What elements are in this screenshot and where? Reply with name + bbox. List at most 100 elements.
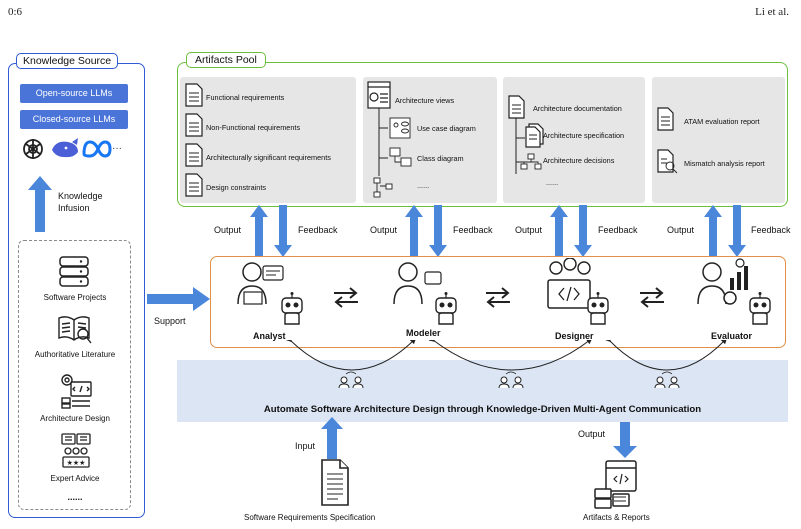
source-software-projects: Software Projects [43, 293, 107, 302]
report-icons [657, 107, 678, 174]
output-label-designer: Output [515, 225, 543, 235]
feedback-label-analyst: Feedback [298, 225, 338, 235]
output-arrow-modeler [405, 205, 423, 257]
decision-tree-icon [520, 153, 542, 170]
exchange-icon [486, 287, 510, 308]
feedback-label-modeler: Feedback [453, 225, 493, 235]
source-expert-advice: Expert Advice [50, 474, 100, 483]
agent-evaluator-label: Evaluator [711, 331, 753, 341]
agent-pair-icon [338, 371, 364, 389]
document-icon [185, 113, 203, 137]
designer-icon [547, 258, 609, 325]
page-number: 0:6 [8, 6, 23, 18]
more-llms-text: ··· [112, 143, 122, 154]
sources-more: ...... [67, 492, 83, 502]
evaluator-icon [697, 258, 771, 325]
output-arrow-evaluator [704, 205, 722, 257]
artifacts-reports-label: Artifacts & Reports [583, 513, 650, 522]
artifact-asr: Architecturally significant requirements [206, 153, 331, 162]
artifacts-reports-icon [594, 460, 637, 509]
output-arrow-designer [550, 205, 568, 257]
artifact-architecture-decisions: Architecture decisions [543, 156, 615, 165]
output-label-evaluator: Output [667, 225, 695, 235]
output-arrow-analyst [250, 205, 268, 257]
agents-box [210, 256, 786, 348]
band-title: Automate Software Architecture Design th… [263, 404, 702, 415]
agent-pair-icon [498, 371, 524, 389]
knowledge-sources-group [18, 240, 131, 510]
reports-panel [652, 77, 785, 203]
output-label-modeler: Output [370, 225, 398, 235]
feedback-label-designer: Feedback [598, 225, 638, 235]
output-down-arrow [613, 422, 637, 458]
document-icon [185, 83, 203, 107]
exchange-icon [334, 287, 358, 308]
srs-document-icon [321, 459, 349, 506]
svg-text:★★★: ★★★ [67, 459, 86, 467]
document-icon [657, 107, 674, 131]
requirements-panel [180, 77, 356, 203]
artifact-views-more: ...... [417, 181, 430, 190]
analyst-icon [237, 262, 303, 325]
class-diagram-icon [389, 147, 412, 167]
book-magnifier-icon [58, 316, 92, 344]
agent-figures [237, 258, 771, 325]
openai-logo-icon [23, 139, 43, 159]
artifacts-pool-box [177, 62, 788, 207]
architecture-views-icons [367, 81, 412, 198]
agent-designer-label: Designer [555, 331, 594, 341]
knowledge-infusion-line-1: Knowledge [58, 191, 103, 201]
artifact-architecture-views: Architecture views [395, 96, 455, 105]
artifact-design-constraints: Design constraints [206, 183, 267, 192]
use-case-diagram-icon [389, 117, 411, 139]
artifact-atam-report: ATAM evaluation report [684, 117, 760, 126]
source-authoritative-literature: Authoritative Literature [34, 350, 116, 359]
feedback-arrow-analyst [274, 205, 292, 257]
agent-modeler-label: Modeler [406, 328, 441, 338]
document-icon [525, 126, 541, 148]
output-label-analyst: Output [214, 225, 242, 235]
deepseek-whale-icon [52, 138, 78, 158]
agent-analyst-label: Analyst [253, 331, 286, 341]
artifact-docs-more: ...... [546, 178, 559, 187]
support-arrow [147, 287, 210, 311]
artifact-class-diagram: Class diagram [417, 154, 464, 163]
meta-logo-icon [82, 140, 112, 158]
output-label-bottom: Output [578, 429, 606, 439]
closed-source-llms-chip: Closed-source LLMs [20, 110, 128, 129]
architecture-docs-icons [508, 95, 544, 174]
input-arrow [321, 417, 343, 459]
srs-label: Software Requirements Specification [244, 513, 376, 522]
artifact-architecture-specification: Architecture specification [543, 131, 625, 140]
agent-pair-icon [654, 371, 680, 389]
document-icon [185, 173, 203, 197]
source-architecture-design: Architecture Design [40, 414, 110, 423]
architecture-design-icon [61, 374, 92, 409]
artifact-mismatch-report: Mismatch analysis report [684, 159, 765, 168]
feedback-label-evaluator: Feedback [751, 225, 791, 235]
support-label: Support [154, 316, 186, 326]
knowledge-infusion-label: Knowledge Infusion [58, 190, 103, 214]
feedback-arrow-evaluator [728, 205, 746, 257]
feedback-arrow-designer [574, 205, 592, 257]
document-icon [508, 95, 525, 119]
communication-band [177, 360, 788, 422]
feedback-arrow-modeler [429, 205, 447, 257]
exchange-icon [640, 287, 664, 308]
expert-advice-icon: ★★★ [61, 433, 91, 468]
knowledge-source-title: Knowledge Source [16, 53, 119, 69]
document-icon [185, 143, 203, 167]
document-icon [657, 149, 674, 173]
knowledge-infusion-line-2: Infusion [58, 203, 90, 213]
flow-diagram-icon [373, 177, 393, 198]
knowledge-infusion-arrow [28, 176, 52, 232]
artifact-architecture-documentation: Architecture documentation [533, 104, 622, 113]
llm-logos: ··· [23, 138, 122, 159]
running-author: Li et al. [755, 6, 789, 18]
requirements-doc-icons [185, 83, 203, 197]
database-icon [59, 256, 89, 287]
open-source-llms-chip: Open-source LLMs [20, 84, 128, 103]
modeler-icon [393, 262, 457, 325]
artifact-functional-requirements: Functional requirements [206, 93, 285, 102]
input-label: Input [295, 441, 316, 451]
